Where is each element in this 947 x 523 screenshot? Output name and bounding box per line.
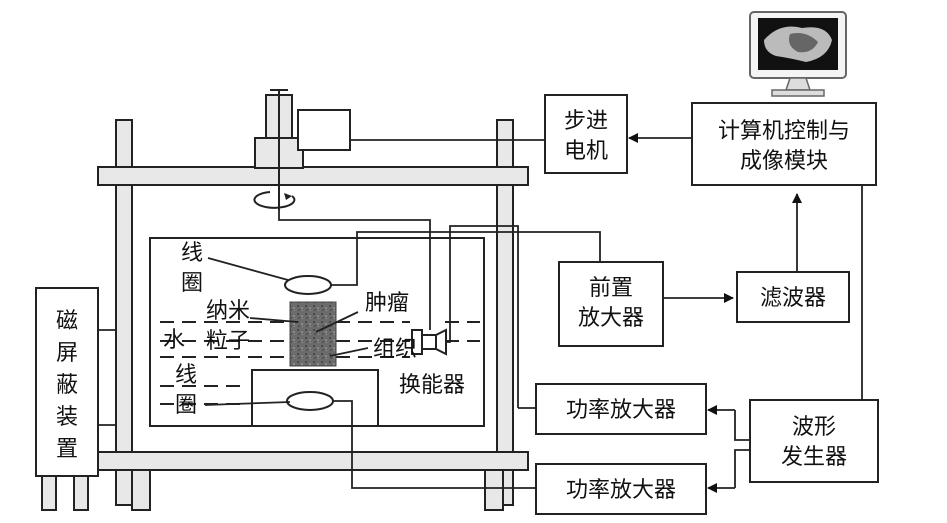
stepper-motor-box: [544, 94, 628, 174]
coil-top: [284, 275, 332, 295]
waveform-generator-label-2: 发生器: [781, 445, 847, 470]
frame-left-post: [115, 119, 133, 506]
shield-label-5: 置: [56, 437, 78, 462]
preamplifier-label-2: 放大器: [578, 306, 644, 331]
frame: [97, 119, 529, 511]
transducer-label: 换能器: [399, 373, 465, 398]
shield-label-4: 装: [56, 405, 78, 430]
ultrasound-transducer-icon: [411, 328, 447, 356]
frame-foot-left: [131, 469, 151, 511]
waveform-generator-box: [749, 399, 879, 483]
power-amp-2-label: 功率放大器: [566, 478, 676, 503]
tissue-label: 组织: [373, 337, 417, 362]
power-amp-2-box: [535, 463, 707, 515]
filter-label: 滤波器: [760, 286, 826, 311]
monitor-icon: [749, 11, 847, 97]
frame-foot-right: [484, 469, 504, 511]
magnetic-shield-box: [35, 287, 99, 477]
filter-box: [736, 271, 850, 323]
coil-bottom: [286, 391, 334, 411]
shield-label-3: 蔽: [56, 373, 78, 398]
power-amp-1-box: [535, 383, 707, 435]
stepper-motor-label-2: 电机: [564, 139, 608, 164]
preamplifier-box: [558, 261, 664, 347]
tumor-label: 肿瘤: [365, 291, 409, 316]
frame-top-beam: [97, 166, 529, 186]
motor-mount: [254, 94, 351, 169]
computer-module-label-2: 成像模块: [740, 149, 828, 174]
shield-label-2: 屏: [56, 341, 78, 366]
coil-top-label-2: 圈: [181, 271, 203, 296]
computer-module-label-1: 计算机控制与: [718, 119, 850, 144]
power-amp-1-label: 功率放大器: [566, 398, 676, 423]
nanoparticle-label-1: 纳米: [206, 299, 250, 324]
coil-top-label-1: 线: [181, 241, 203, 266]
shield-label-1: 磁: [56, 309, 78, 334]
rotation-arrow-icon: [253, 191, 296, 209]
frame-bottom-beam: [97, 451, 529, 471]
coil-bottom-label-2: 圈: [175, 393, 197, 418]
tumor-tissue: [289, 301, 337, 367]
computer-module-box: [691, 102, 877, 186]
waveform-generator-label-1: 波形: [792, 415, 836, 440]
frame-right-post: [496, 119, 514, 506]
preamplifier-label-1: 前置: [589, 276, 633, 301]
coil-bottom-label-1: 线: [175, 363, 197, 388]
water-label: 水: [163, 328, 185, 353]
stepper-motor-label-1: 步进: [564, 109, 608, 134]
motor-bracket: [297, 109, 351, 151]
nanoparticle-label-2: 粒子: [206, 329, 250, 354]
wires: [98, 133, 863, 493]
